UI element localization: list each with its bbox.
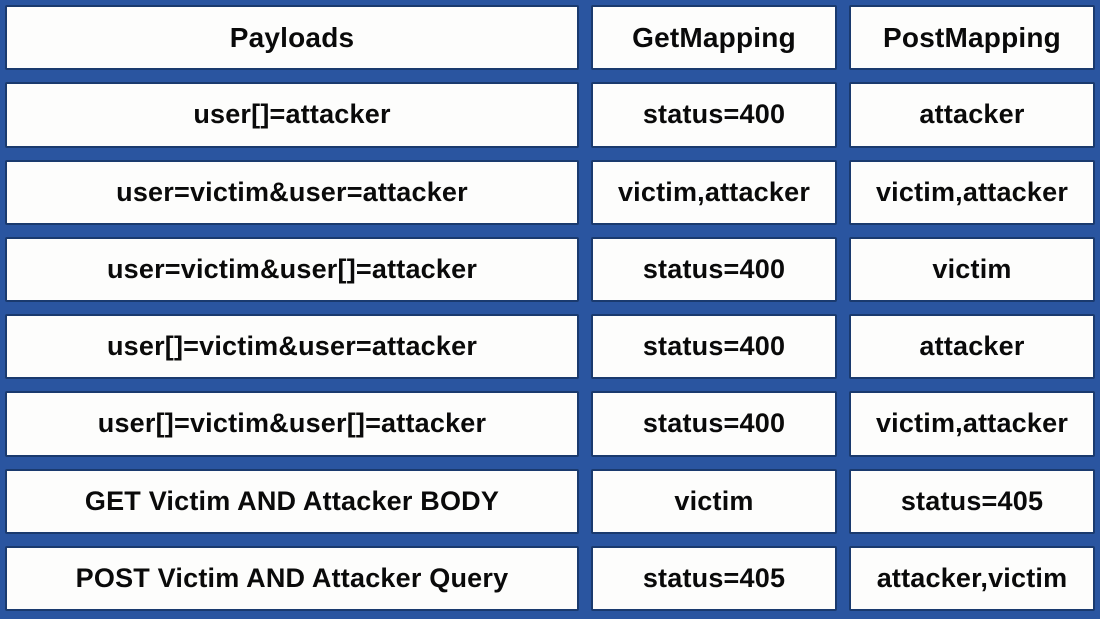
table-cell-payload: user[]=victim&user[]=attacker xyxy=(5,391,579,457)
table-cell-payload: user[]=victim&user=attacker xyxy=(5,314,579,380)
table-cell-postmapping: victim,attacker xyxy=(849,391,1095,457)
header-cell-getmapping: GetMapping xyxy=(591,5,837,71)
table-cell-postmapping: victim xyxy=(849,236,1095,302)
table-cell-postmapping: victim,attacker xyxy=(849,159,1095,225)
table-cell-payload: user=victim&user=attacker xyxy=(5,159,579,225)
table-cell-postmapping: status=405 xyxy=(849,468,1095,534)
table-cell-getmapping: status=400 xyxy=(591,236,837,302)
table-cell-getmapping: victim xyxy=(591,468,837,534)
table-cell-getmapping: status=400 xyxy=(591,391,837,457)
table-cell-getmapping: status=405 xyxy=(591,545,837,611)
table-cell-payload: user[]=attacker xyxy=(5,82,579,148)
header-cell-postmapping: PostMapping xyxy=(849,5,1095,71)
table-cell-payload: user=victim&user[]=attacker xyxy=(5,236,579,302)
table-cell-payload: POST Victim AND Attacker Query xyxy=(5,545,579,611)
table-cell-postmapping: attacker xyxy=(849,314,1095,380)
table-cell-getmapping: victim,attacker xyxy=(591,159,837,225)
header-cell-payloads: Payloads xyxy=(5,5,579,71)
table-cell-postmapping: attacker,victim xyxy=(849,545,1095,611)
table-cell-payload: GET Victim AND Attacker BODY xyxy=(5,468,579,534)
table-cell-getmapping: status=400 xyxy=(591,314,837,380)
table-cell-getmapping: status=400 xyxy=(591,82,837,148)
table-cell-postmapping: attacker xyxy=(849,82,1095,148)
